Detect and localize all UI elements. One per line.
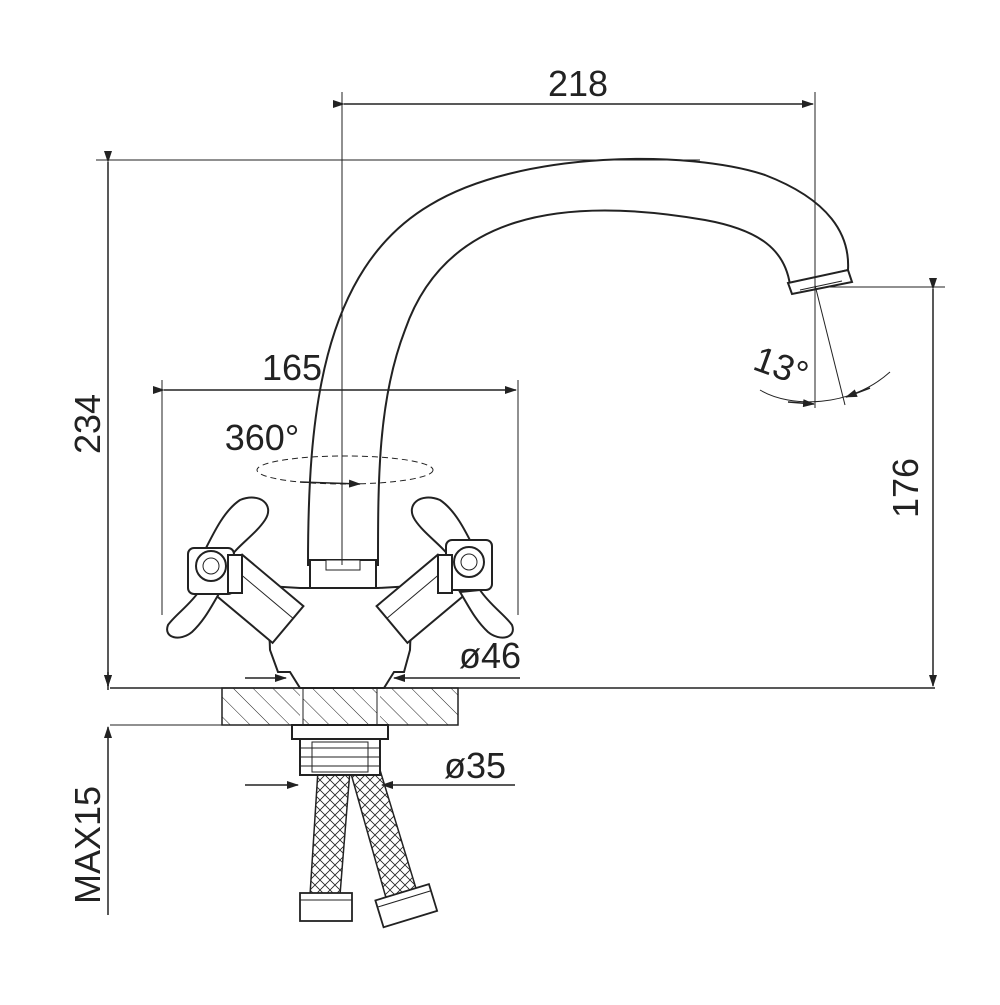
shank-nut [291, 724, 389, 776]
supply-hoses [299, 769, 439, 929]
dimension-max-mount-thickness: MAX15 [67, 672, 112, 915]
label-rotation: 360° [225, 417, 299, 458]
left-cross-handle [166, 496, 270, 639]
dimension-base-diameter: ø46 [245, 635, 521, 682]
dimension-spout-height: 176 [830, 278, 945, 687]
label-total-height: 234 [67, 394, 108, 454]
dimension-spout-reach: 218 [333, 63, 816, 565]
label-thread-diameter: ø35 [444, 745, 506, 786]
dimension-total-height: 234 [67, 151, 700, 687]
dimension-handles-width: 165 [153, 347, 519, 615]
rotation-indicator: 360° [225, 417, 434, 488]
spout [306, 157, 854, 589]
dimension-thread-diameter: ø35 [245, 745, 515, 789]
label-handles-width: 165 [262, 347, 322, 388]
dimension-spout-angle: 13° [749, 284, 891, 408]
right-cross-handle [410, 496, 514, 639]
label-max-mount-thickness: MAX15 [67, 786, 108, 904]
label-spout-angle: 13° [749, 338, 814, 395]
label-spout-height: 176 [885, 458, 926, 518]
label-base-diameter: ø46 [459, 635, 521, 676]
deck-plate [110, 687, 935, 726]
label-spout-reach: 218 [548, 63, 608, 104]
